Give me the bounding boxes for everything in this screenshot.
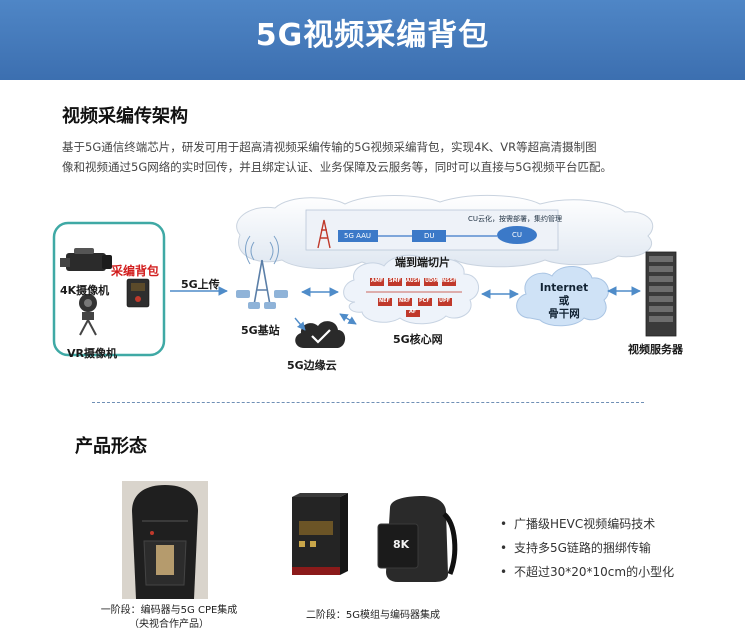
caption-stage-1-line-1: 一阶段：编码器与5G CPE集成: [100, 605, 238, 616]
internet-cloud: [516, 266, 609, 327]
backpack-device-icon: [126, 278, 150, 308]
list-item: •不超过30*20*10cm的小型化: [500, 565, 675, 579]
product-photo-8k-backpack: [377, 496, 458, 582]
core-box-label: AF: [409, 309, 417, 315]
feature-list: •广播级HEVC视频编码技术 •支持多5G链路的捆绑传输 •不超过30*20*1…: [500, 512, 674, 584]
core-box-label: NEF: [379, 298, 391, 304]
caption-stage-1-line-2: （央视合作产品）: [129, 619, 209, 630]
camera-4k-icon: [60, 248, 112, 271]
intro-paragraph: 基于5G通信终端芯片，研发可用于超高清视频采编传输的5G视频采编背包，实现4K、…: [62, 137, 722, 177]
intro-line-2: 像和视频通过5G网络的实时回传，并且绑定认证、业务保障及云服务等，同时可以直接与…: [62, 160, 612, 174]
feature-text: 不超过30*20*10cm的小型化: [514, 565, 675, 579]
core-network-cloud: [343, 254, 479, 325]
label-5g-upload: 5G上传: [181, 278, 220, 291]
du-box: [412, 230, 446, 242]
device-badge-8k: 8K: [393, 538, 410, 551]
section-title-architecture: 视频采编传架构: [62, 106, 188, 127]
label-cu-note: CU云化，按需部署，集约管理: [468, 215, 563, 223]
caption-stage-1: 一阶段：编码器与5G CPE集成 （央视合作产品）: [84, 604, 254, 632]
aau-box: [338, 230, 378, 242]
capture-group-frame: [52, 221, 166, 357]
label-backbone: 骨干网: [548, 308, 580, 320]
core-box-label: AUSF: [406, 278, 421, 284]
caption-stage-2: 二阶段：5G模组与编码器集成: [305, 610, 441, 621]
label-or: 或: [558, 295, 570, 307]
label-aau: 5G AAU: [344, 232, 371, 240]
label-base-station: 5G基站: [241, 324, 280, 337]
list-item: •支持多5G链路的捆绑传输: [500, 541, 651, 555]
core-box-label: NSSF: [442, 278, 457, 284]
architecture-diagram: [52, 194, 677, 357]
core-box-label: UDM: [425, 278, 439, 284]
core-box-label: SMF: [389, 278, 401, 284]
label-video-server: 视频服务器: [628, 343, 683, 356]
label-slicing: 端到端切片: [395, 256, 450, 269]
section-title-product: 产品形态: [75, 436, 147, 457]
feature-text: 支持多5G链路的捆绑传输: [514, 541, 651, 555]
label-camera-4k: 4K摄像机: [60, 284, 110, 297]
page-title: 5G视频采编背包: [255, 18, 490, 53]
label-edge-cloud: 5G边缘云: [287, 359, 337, 372]
header-banner: 5G视频采编背包: [0, 0, 745, 80]
edge-cloud-icon: [295, 321, 346, 348]
list-item: •广播级HEVC视频编码技术: [500, 517, 656, 531]
core-function-boxes: [366, 278, 462, 317]
label-camera-vr: VR摄像机: [67, 347, 117, 360]
base-station-icon: [236, 235, 288, 309]
label-du: DU: [424, 232, 435, 240]
core-box-label: AMF: [371, 278, 384, 284]
internet-label-group: Internet 或 骨干网: [529, 282, 599, 321]
core-box-labels: AMF SMF AUSF UDM NSSF NEF NRF PCF UPF AF: [370, 278, 470, 318]
label-core-network: 5G核心网: [393, 333, 443, 346]
core-box-label: NRF: [399, 298, 411, 304]
label-cu: CU: [512, 231, 523, 239]
product-photo-encoder: [292, 493, 348, 575]
intro-line-1: 基于5G通信终端芯片，研发可用于超高清视频采编传输的5G视频采编背包，实现4K、…: [62, 140, 597, 154]
label-backpack: 采编背包: [111, 264, 160, 278]
feature-text: 广播级HEVC视频编码技术: [514, 517, 656, 531]
bs-edge-link: [294, 317, 306, 331]
aau-tower-icon: [317, 219, 331, 249]
label-internet: Internet: [539, 282, 589, 294]
core-edge-link: [339, 313, 357, 325]
camera-vr-icon: [79, 294, 97, 336]
product-photo-backpack: [122, 481, 208, 599]
core-box-label: UPF: [439, 298, 451, 304]
core-box-label: PCF: [419, 298, 430, 304]
video-server-icon: [645, 251, 677, 337]
section-divider: [92, 402, 644, 403]
cu-cloud-shape: [497, 226, 537, 244]
